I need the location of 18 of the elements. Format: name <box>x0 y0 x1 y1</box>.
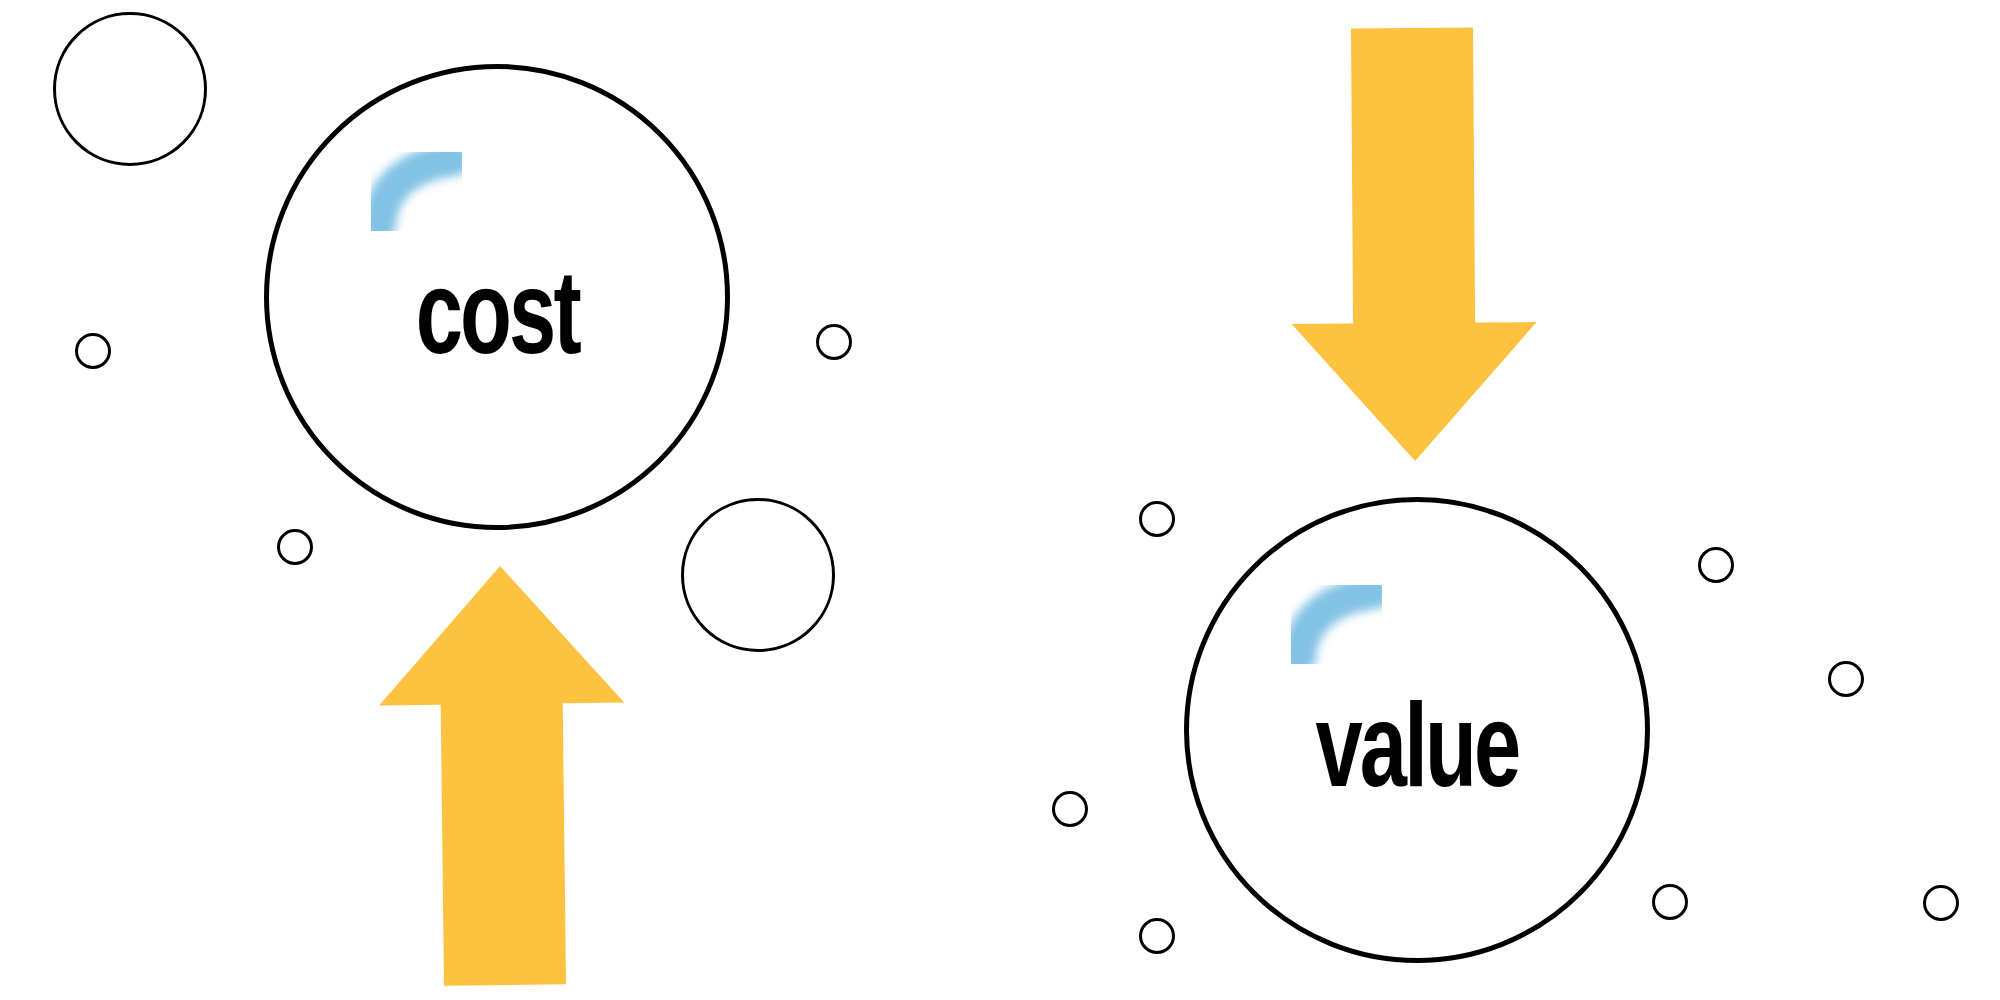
node-label: cost <box>415 253 579 371</box>
block-arrow <box>1291 27 1537 461</box>
bubble-circle <box>1139 918 1175 954</box>
bubble-circle <box>277 529 313 565</box>
circle-node <box>264 64 730 530</box>
bubble-circle <box>53 12 207 166</box>
node-label: value <box>1315 686 1519 804</box>
bubble-circle <box>1828 661 1864 697</box>
bubble-circle <box>1698 547 1734 583</box>
bubble-circle <box>1923 885 1959 921</box>
bubble-circle <box>75 333 111 369</box>
circle-node <box>1184 497 1650 963</box>
bubble-circle <box>1052 791 1088 827</box>
bubble-circle <box>1652 884 1688 920</box>
bubble-circle <box>1139 501 1175 537</box>
bubble-circle <box>681 498 835 652</box>
bubble-circle <box>816 324 852 360</box>
block-arrow <box>379 566 625 986</box>
